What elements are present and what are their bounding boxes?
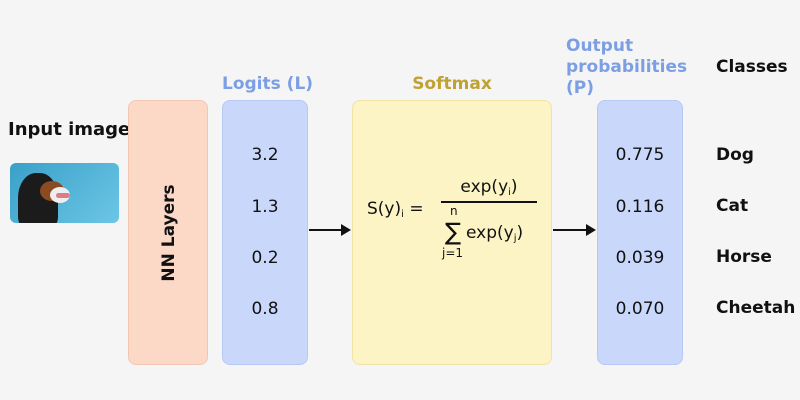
softmax-numerator: exp(yi) bbox=[460, 177, 518, 198]
softmax-lhs: S(y)i = bbox=[367, 199, 424, 220]
sum-upper: n bbox=[450, 204, 458, 218]
probability-value: 0.070 bbox=[615, 299, 665, 319]
logit-value: 0.8 bbox=[251, 299, 279, 319]
logit-value: 3.2 bbox=[251, 145, 279, 165]
logits-box: 3.2 1.3 0.2 0.8 bbox=[222, 100, 308, 365]
probability-value: 0.039 bbox=[615, 248, 665, 268]
sum-lower: j=1 bbox=[442, 246, 464, 260]
probability-value: 0.116 bbox=[615, 197, 665, 217]
logit-value: 0.2 bbox=[251, 248, 279, 268]
logit-value: 1.3 bbox=[251, 197, 279, 217]
classes-title: Classes bbox=[716, 57, 788, 77]
arrow-softmax-to-output bbox=[553, 224, 596, 236]
nn-layers-box: NN Layers bbox=[128, 100, 208, 365]
dog-image bbox=[10, 163, 119, 223]
nn-layers-label: NN Layers bbox=[159, 184, 179, 282]
softmax-box: S(y)i = exp(yi) n ∑ exp(yj) j=1 bbox=[352, 100, 552, 365]
class-label: Dog bbox=[716, 145, 754, 165]
input-image-label: Input image bbox=[8, 119, 131, 140]
class-label: Cheetah bbox=[716, 298, 796, 318]
class-label: Cat bbox=[716, 196, 749, 216]
softmax-title: Softmax bbox=[412, 74, 492, 94]
fraction-bar bbox=[441, 201, 537, 203]
sum-symbol: ∑ bbox=[445, 218, 462, 246]
output-box: 0.775 0.116 0.039 0.070 bbox=[597, 100, 683, 365]
softmax-denominator: exp(yj) bbox=[466, 223, 524, 244]
probability-value: 0.775 bbox=[615, 145, 665, 165]
logits-title: Logits (L) bbox=[222, 74, 314, 94]
arrow-logits-to-softmax bbox=[309, 224, 351, 236]
class-label: Horse bbox=[716, 247, 772, 267]
